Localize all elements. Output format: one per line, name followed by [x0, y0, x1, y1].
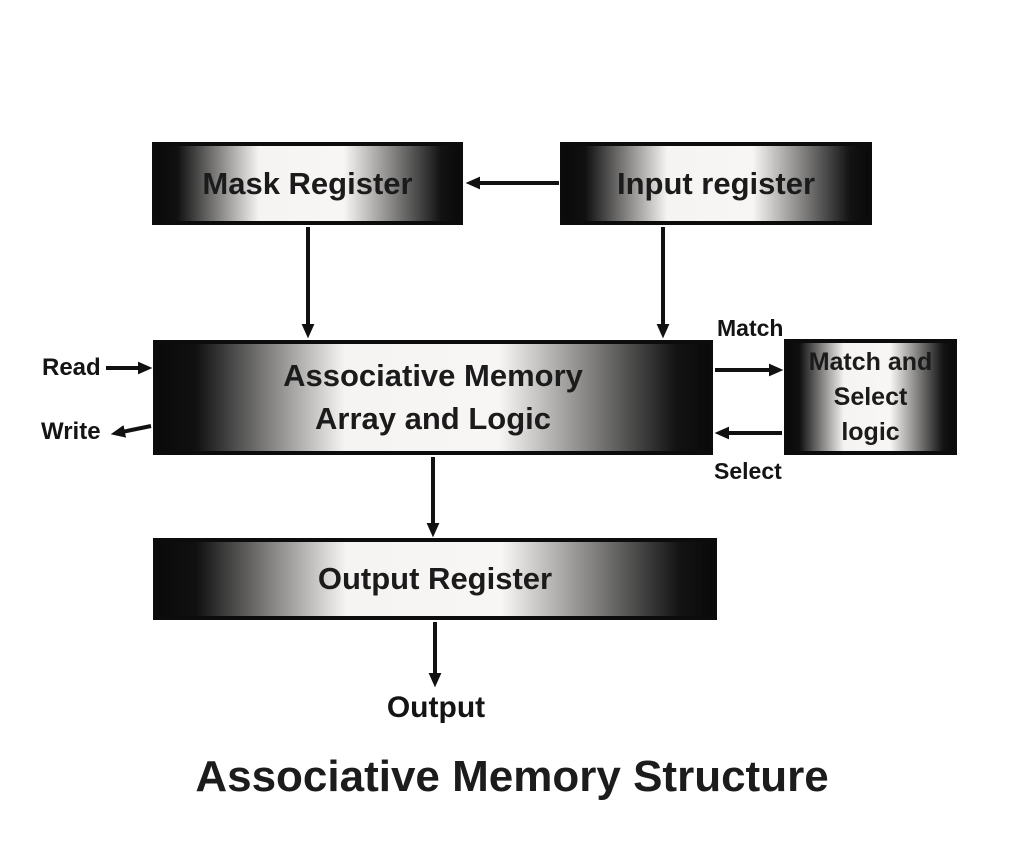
node-match-select-logic: Match and Select logic [784, 339, 957, 455]
output-signal-label: Output [386, 691, 486, 724]
read-signal-label: Read [42, 354, 101, 381]
match-select-label-line1: Match and [808, 347, 933, 376]
match-select-label-line3: logic [841, 417, 900, 446]
match-select-label-line2: Select [833, 382, 908, 411]
node-associative-memory-array: Associative Memory Array and Logic [153, 340, 713, 455]
memory-array-label-line2: Array and Logic [315, 400, 551, 436]
write-signal-label: Write [41, 418, 101, 445]
memory-array-label-line1: Associative Memory [283, 357, 583, 393]
output-register-label: Output Register [317, 561, 553, 596]
match-signal-label: Match [717, 315, 784, 341]
select-signal-label: Select [714, 458, 782, 484]
mask-register-label: Mask Register [202, 165, 413, 201]
node-mask-register: Mask Register [152, 142, 463, 225]
diagram-title: Associative Memory Structure [195, 752, 829, 801]
arrow-write-out [110, 424, 152, 438]
node-output-register: Output Register [153, 538, 717, 620]
input-register-label: Input register [616, 165, 816, 201]
node-input-register: Input register [560, 142, 872, 225]
